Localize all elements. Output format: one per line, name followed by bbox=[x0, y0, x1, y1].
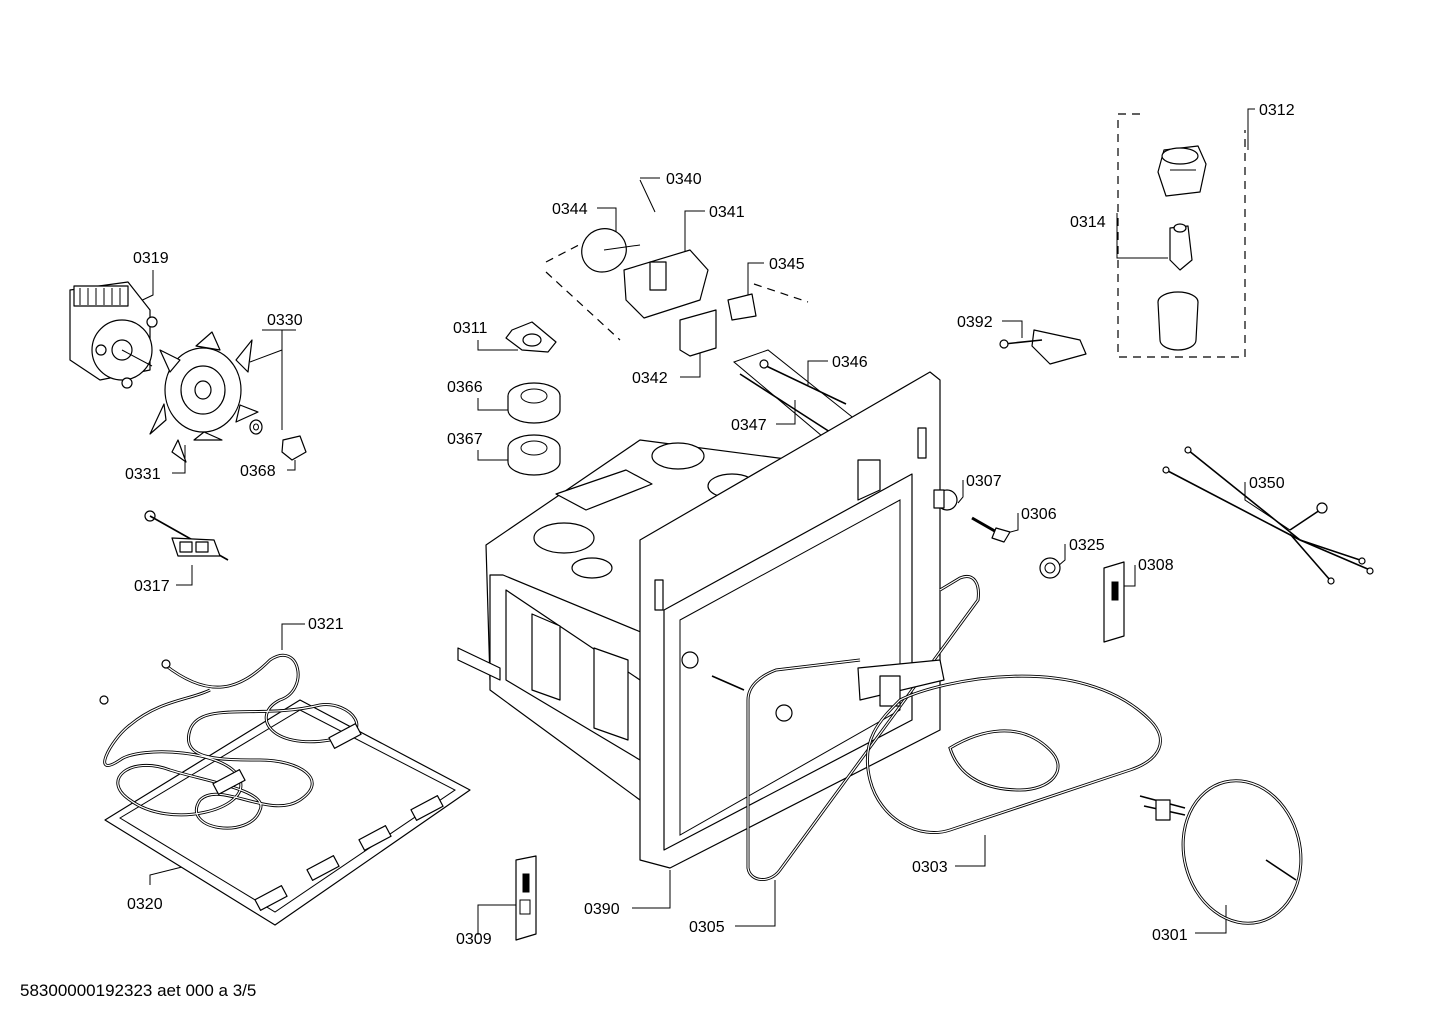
leader-lines bbox=[131, 108, 1291, 935]
callout-0305: 0305 bbox=[689, 919, 725, 936]
callout-0314: 0314 bbox=[1070, 214, 1106, 231]
support-bracket-part bbox=[505, 321, 557, 353]
callout-0342: 0342 bbox=[632, 370, 668, 387]
hinge-part-bottom bbox=[515, 855, 537, 941]
callout-0340: 0340 bbox=[666, 171, 702, 188]
document-code: 58300000192323 aet 000 a 3/5 bbox=[20, 981, 257, 1000]
callout-0306: 0306 bbox=[1021, 506, 1057, 523]
callout-0368: 0368 bbox=[240, 463, 276, 480]
callout-0366: 0366 bbox=[447, 379, 483, 396]
callout-0317: 0317 bbox=[134, 578, 170, 595]
grill-element-part bbox=[99, 653, 471, 926]
callout-labels: 0319 0330 0331 0368 0317 0321 0320 0311 … bbox=[125, 102, 1295, 948]
callout-0341: 0341 bbox=[709, 204, 745, 221]
callout-0367: 0367 bbox=[447, 431, 483, 448]
callout-0345: 0345 bbox=[769, 256, 805, 273]
oven-lamp-assembly-part bbox=[1117, 113, 1246, 358]
oven-cavity-part bbox=[457, 371, 941, 869]
callout-0331: 0331 bbox=[125, 466, 161, 483]
callout-0311: 0311 bbox=[453, 320, 488, 337]
callout-0392: 0392 bbox=[957, 314, 993, 331]
callout-0319: 0319 bbox=[133, 250, 169, 267]
callout-0312: 0312 bbox=[1259, 102, 1295, 119]
callout-0303: 0303 bbox=[912, 859, 948, 876]
meat-probe-socket-part bbox=[999, 329, 1087, 365]
bushing-part bbox=[933, 489, 958, 511]
callout-0321: 0321 bbox=[308, 616, 344, 633]
hinge-part-right bbox=[1103, 561, 1125, 643]
fan-motor-part bbox=[69, 281, 158, 389]
callout-0346: 0346 bbox=[832, 354, 868, 371]
callout-0308: 0308 bbox=[1138, 557, 1174, 574]
screw-part bbox=[971, 516, 1011, 543]
callout-0347: 0347 bbox=[731, 417, 767, 434]
plug-part bbox=[1039, 557, 1061, 579]
bottom-heating-element-part bbox=[746, 575, 980, 881]
fan-wheel-part bbox=[149, 331, 259, 463]
callout-0301: 0301 bbox=[1152, 927, 1188, 944]
callout-0330: 0330 bbox=[267, 312, 303, 329]
lamp-cover-part bbox=[507, 434, 561, 476]
callout-0307: 0307 bbox=[966, 473, 1002, 490]
wire-harness-clip-part bbox=[733, 349, 857, 437]
grill-heating-element-part bbox=[865, 674, 1162, 835]
temperature-sensor-part bbox=[144, 510, 229, 561]
ring-heating-element-part bbox=[1139, 779, 1303, 925]
lamp-socket-part bbox=[507, 382, 561, 424]
fan-nut-part bbox=[249, 419, 307, 461]
door-lock-assembly-part bbox=[545, 228, 809, 357]
cable-harness-part bbox=[1162, 446, 1374, 585]
callout-0325: 0325 bbox=[1069, 537, 1105, 554]
callout-0344: 0344 bbox=[552, 201, 588, 218]
callout-0350: 0350 bbox=[1249, 475, 1285, 492]
callout-0309: 0309 bbox=[456, 931, 492, 948]
callout-0390: 0390 bbox=[584, 901, 620, 918]
callout-0320: 0320 bbox=[127, 896, 163, 913]
